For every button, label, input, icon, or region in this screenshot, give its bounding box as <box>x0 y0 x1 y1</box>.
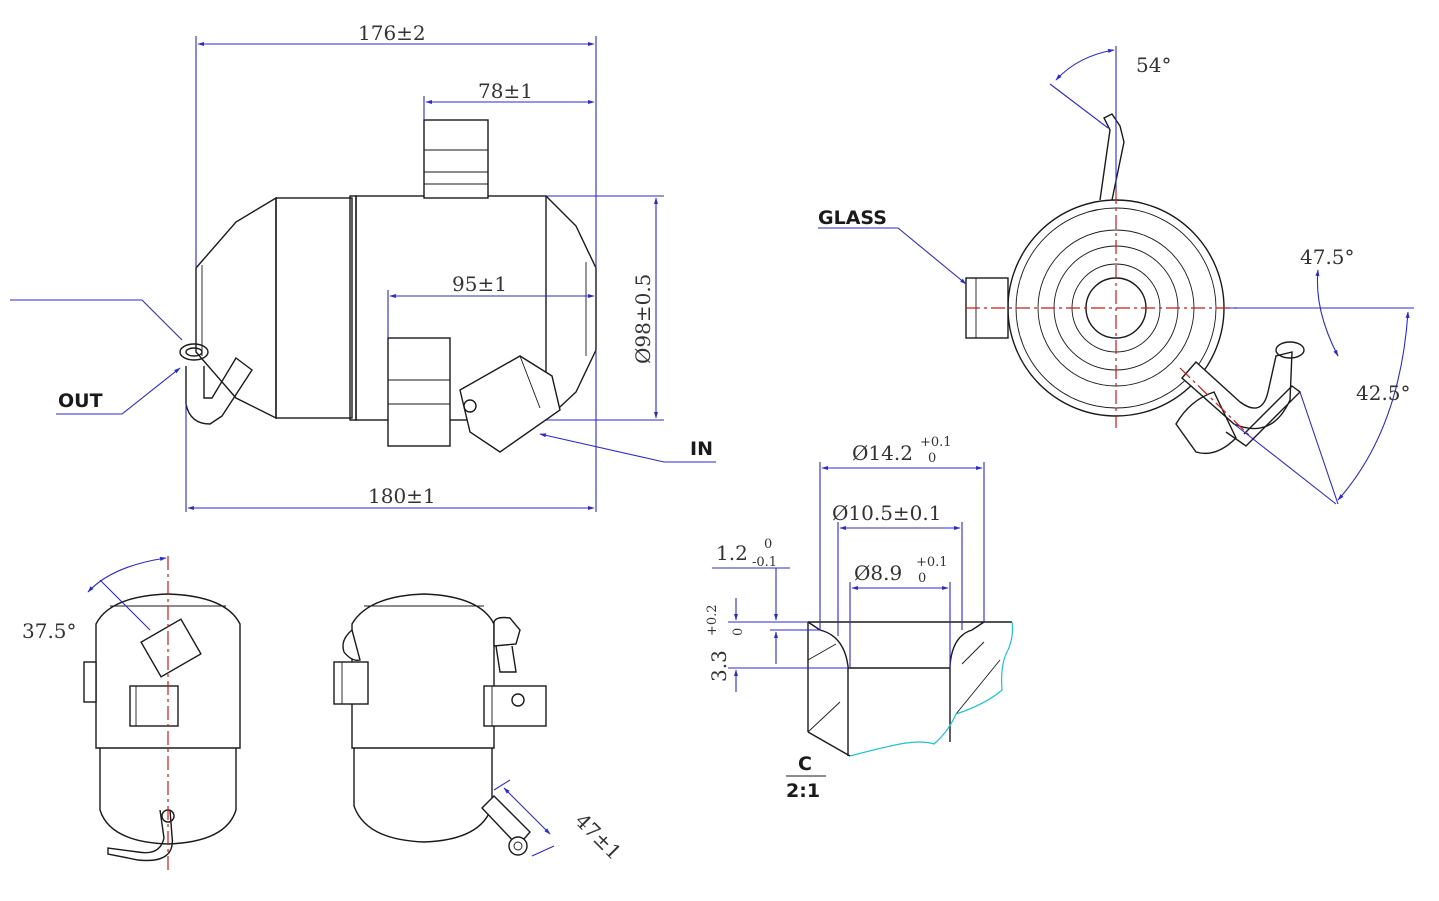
detail-letter: C <box>798 753 812 775</box>
angle-47-5: 47.5° <box>1300 245 1355 269</box>
out-pipe-end <box>179 343 209 361</box>
front-view: 176±2 78±1 Ø98±0.5 95±1 180±1 OUT IN <box>10 21 716 512</box>
label-out: OUT <box>58 390 103 412</box>
dim-d8-9-tol-upper: +0.1 <box>916 555 948 570</box>
dim-d10-5: Ø10.5±0.1 <box>832 501 942 525</box>
label-glass: GLASS <box>818 207 887 229</box>
end-pipe <box>1181 351 1293 430</box>
dim-3-3: 3.3 <box>707 650 731 682</box>
dim-3-3-tol-lower: 0 <box>731 628 746 636</box>
left-side-fitting <box>140 618 202 678</box>
dim-1-2-tol-lower: -0.1 <box>752 555 777 570</box>
dim-1-2-tol-upper: 0 <box>764 537 772 552</box>
dim-d14-2-tol-lower: 0 <box>928 451 936 466</box>
dim-d8-9: Ø8.9 <box>854 561 902 585</box>
angle-37-5: 37.5° <box>22 619 77 643</box>
dim-47: 47±1 <box>570 809 626 865</box>
angle-54: 54° <box>1136 53 1171 77</box>
dim-95: 95±1 <box>452 272 507 296</box>
dim-diameter-98: Ø98±0.5 <box>631 274 655 364</box>
dim-3-3-tol-upper: +0.2 <box>705 604 720 636</box>
top-fitting <box>423 119 489 199</box>
side-view-left: 37.5° <box>22 556 241 870</box>
angle-42-5: 42.5° <box>1356 381 1411 405</box>
dim-d14-2: Ø14.2 <box>852 441 913 465</box>
dim-d8-9-tol-lower: 0 <box>918 571 926 586</box>
dim-1-2: 1.2 <box>716 541 748 565</box>
left-side-bracket <box>83 661 97 703</box>
dim-d14-2-tol-upper: +0.1 <box>920 435 952 450</box>
left-side-plate <box>129 685 179 727</box>
dim-176: 176±2 <box>358 21 426 45</box>
break-line <box>849 621 1014 757</box>
side-view-right: 47±1 <box>333 593 626 865</box>
dim-180: 180±1 <box>368 484 436 508</box>
in-port-hole <box>463 399 477 413</box>
detail-c: Ø14.2 +0.1 0 Ø10.5±0.1 Ø8.9 +0.1 0 1.2 0… <box>705 435 1014 802</box>
right-side-port <box>508 836 528 856</box>
label-in: IN <box>690 438 713 460</box>
end-view: 54° 47.5° 42.5° GLASS <box>818 46 1414 505</box>
dim-78: 78±1 <box>478 79 533 103</box>
bracket <box>387 337 451 447</box>
right-side-plate <box>483 685 547 727</box>
right-side-bracket <box>333 661 369 705</box>
detail-scale: 2:1 <box>786 780 820 802</box>
